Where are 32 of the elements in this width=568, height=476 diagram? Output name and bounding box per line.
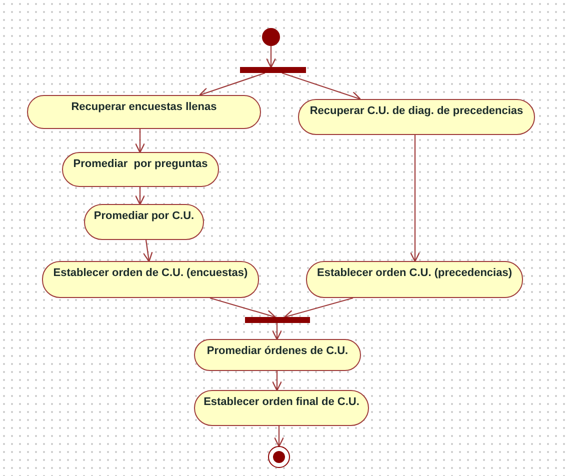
activity-box <box>84 204 204 240</box>
arrow <box>284 297 354 320</box>
arrow <box>199 72 266 98</box>
sync-bar <box>245 317 310 323</box>
activity-label: Establecer orden de C.U. (encuestas) <box>52 266 249 279</box>
arrow <box>410 135 420 262</box>
arrow <box>134 187 146 206</box>
arrow <box>272 371 282 392</box>
activity-box <box>42 261 259 298</box>
initial-node <box>262 28 280 46</box>
activity-label: Promediar por preguntas <box>72 157 209 170</box>
arrow <box>274 426 284 448</box>
activity-box <box>194 390 369 426</box>
activity-label: Establecer orden final de C.U. <box>202 395 360 408</box>
activity-box <box>62 152 219 187</box>
activity-box <box>306 261 523 298</box>
sync-bar <box>240 67 306 73</box>
arrow <box>134 129 146 154</box>
activity-label: Establecer orden C.U. (precedencias) <box>316 266 513 279</box>
arrow <box>282 72 361 102</box>
activity-label: Recuperar C.U. de diag. de precedencias <box>308 104 524 117</box>
arrow <box>272 323 282 340</box>
arrow <box>210 297 276 320</box>
arrow <box>266 46 276 68</box>
activity-box <box>298 99 535 135</box>
activity-box <box>27 95 261 129</box>
arrow <box>142 240 153 262</box>
activity-box <box>194 339 361 371</box>
final-node <box>268 446 290 468</box>
activity-label: Promediar órdenes de C.U. <box>206 344 350 357</box>
activity-label: Recuperar encuestas llenas <box>70 100 218 113</box>
activity-label: Promediar por C.U. <box>92 209 196 222</box>
